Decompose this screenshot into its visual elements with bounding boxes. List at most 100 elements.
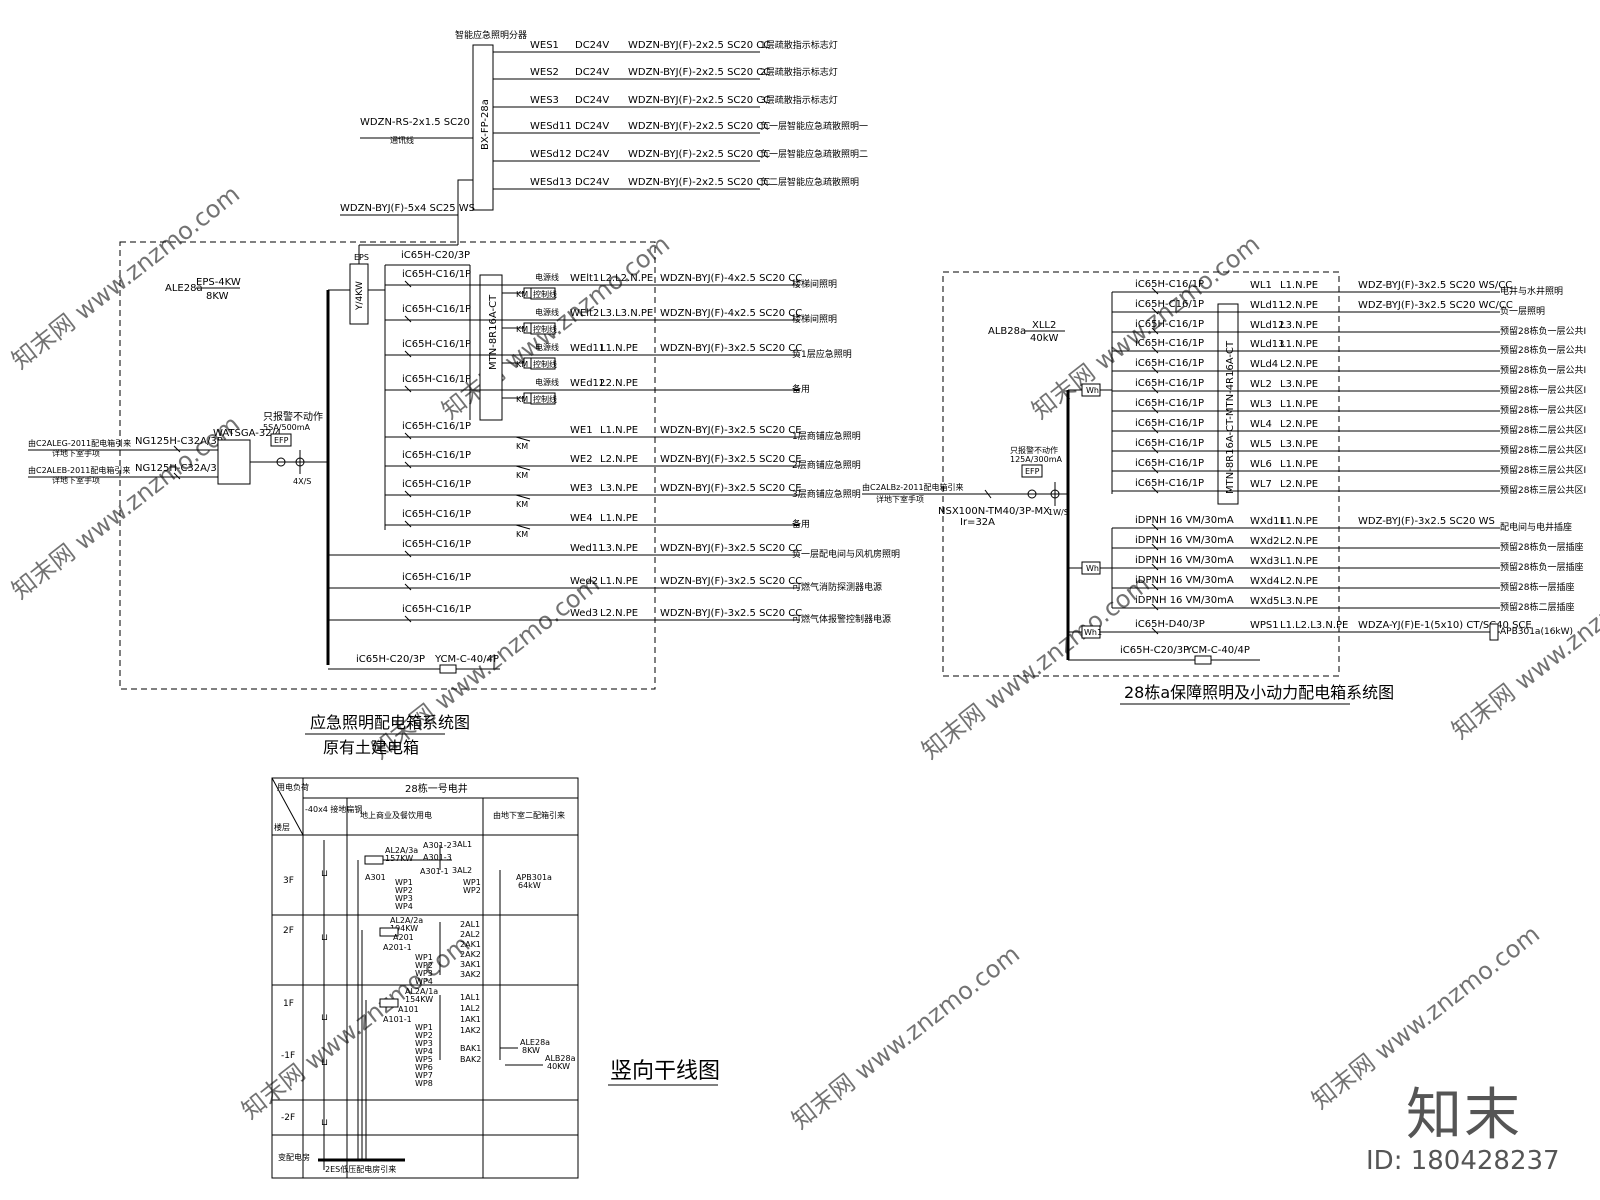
right-branch-phase: L1.N.PE — [1280, 556, 1318, 567]
right-branch-id: WXd2 — [1250, 536, 1279, 547]
branch-phase: L2.N.PE — [600, 454, 638, 465]
ctrl-line-label: 控制线 — [533, 324, 557, 334]
right-branch-desc: 预留28栋一层公共区I — [1500, 404, 1586, 416]
right-branch-phase: L1.N.PE — [1280, 459, 1318, 470]
f1-wp6: WP6 — [415, 1063, 433, 1072]
right-branch-desc: 预留28栋一层公共区I — [1500, 384, 1586, 396]
emergency-subtitle: 原有土建电箱 — [323, 738, 419, 757]
right-branch-phase: L1.N.PE — [1280, 339, 1318, 350]
branch-desc: 可燃气体报警控制器电源 — [792, 613, 891, 625]
top-row-id: WES2 — [530, 67, 559, 78]
km-label: KM — [516, 471, 528, 480]
right-branch-breaker: iDPNH 16 VM/30mA — [1135, 555, 1234, 566]
f2-a2: A201-1 — [383, 943, 412, 952]
branch-cable: WDZN-BYJ(F)-3x2.5 SC20 CC — [660, 576, 802, 587]
right-breaker-mark — [1151, 563, 1159, 571]
branch-cable: WDZN-BYJ(F)-3x2.5 SC20 CC — [660, 608, 802, 619]
ctrl-line-label: 控制线 — [533, 359, 557, 369]
right-branch-cable: WDZ-BYJ(F)-3x2.5 SC20 WC/CC — [1358, 300, 1513, 311]
efp-box — [270, 433, 292, 447]
right-breaker-mark — [1151, 486, 1159, 494]
branch-id: WEd12 — [570, 378, 605, 389]
f3-kw: 157KW — [385, 854, 413, 863]
panel-boundary — [119, 241, 656, 690]
top-row-desc: 2层疏散指示标志灯 — [760, 66, 838, 78]
branch-breaker: iC65H-C16/1P — [402, 479, 471, 490]
panel-28a: ALB28a XLL2 40kW 由C2ALBz-2011配电箱引来 详地下室手… — [862, 271, 1586, 677]
km-label: KM — [516, 395, 528, 404]
breaker-mark — [404, 583, 412, 591]
source2-detail: 详地下室手项 — [52, 475, 100, 485]
right-branch-desc: 预留28栋二层插座 — [1500, 601, 1574, 613]
branch-phase: L1.N.PE — [600, 576, 638, 587]
km-label: KM — [516, 500, 528, 509]
branch-cable: WDZN-BYJ(F)-4x2.5 SC20 CC — [660, 308, 802, 319]
top-row-voltage: DC24V — [575, 149, 609, 160]
wats-box — [217, 439, 251, 485]
f3-apbkw: 64kW — [518, 881, 541, 890]
right-breaker-mark — [1151, 627, 1159, 635]
ng-breaker-2: NG125H-C32A/3P — [135, 463, 223, 474]
top-row-cable: WDZN-BYJ(F)-2x2.5 SC20 CC — [628, 149, 770, 160]
right-breaker-mark — [1151, 366, 1159, 374]
f2-out2: 2AL2 — [460, 930, 480, 939]
branch-phase: L1.N.PE — [600, 425, 638, 436]
branch-desc: 可燃气消防探测器电源 — [792, 581, 882, 593]
mtn-box — [479, 274, 503, 421]
f2-out4: 2AK2 — [460, 950, 481, 959]
branch-desc: 2层商铺应急照明 — [792, 459, 861, 471]
breaker-mark — [404, 280, 412, 288]
breaker-mark — [404, 490, 412, 498]
branch-breaker: iC65H-C16/1P — [402, 421, 471, 432]
f1-wp4: WP4 — [415, 1047, 433, 1056]
f1-out1: 1AL1 — [460, 993, 480, 1002]
km-contact — [515, 465, 531, 471]
svg-text:⊔: ⊔ — [321, 933, 328, 943]
top-row-voltage: DC24V — [575, 95, 609, 106]
right-branch-id: WXd4 — [1250, 576, 1279, 587]
branch-id: WEd11 — [570, 343, 605, 354]
h-well: 28栋一号电井 — [405, 782, 468, 795]
top-row-cable: WDZN-BYJ(F)-2x2.5 SC20 CC — [628, 40, 770, 51]
right-branch-desc: 预留28栋一层插座 — [1500, 581, 1574, 593]
spd-label-28a: 1W/S — [1048, 508, 1069, 517]
branch-id: Wed2 — [570, 576, 598, 587]
km-label: KM — [516, 530, 528, 539]
source1: 由C2ALEG-2011配电箱引来 — [28, 438, 131, 448]
branch-id: WE4 — [570, 513, 593, 524]
h-commerce: 地上商业及餐饮用电 — [360, 810, 432, 820]
svg-text:⊔: ⊔ — [321, 1058, 328, 1068]
power-line-label: 电源线 — [535, 272, 559, 282]
branch-breaker: iC65H-C16/1P — [402, 604, 471, 615]
ng-breaker-1: NG125H-C32A/3P — [135, 436, 223, 447]
breaker-mark — [404, 550, 412, 558]
branch-phase: L3.N.PE — [600, 483, 638, 494]
power-line-label: 电源线 — [535, 342, 559, 352]
right-branch-breaker: iC65H-C16/1P — [1135, 338, 1204, 349]
right-branch-cable: WDZ-BYJ(F)-3x2.5 SC20 WS — [1358, 516, 1495, 527]
branch-desc: 负一层配电间与风机房照明 — [792, 548, 900, 560]
eps-box-label: Y/4KW — [355, 281, 365, 311]
branch-id: WElt1 — [570, 273, 599, 284]
branch-breaker: iC65H-C16/1P — [402, 539, 471, 550]
top-row-desc: 负一层智能应急疏散照明二 — [760, 148, 868, 160]
right-branch-phase: L2.N.PE — [1280, 300, 1318, 311]
branch-desc: 备用 — [792, 518, 810, 530]
efp-label-28a: EFP — [1025, 467, 1040, 476]
spd-label: 4X/S — [293, 477, 311, 486]
top-row-cable: WDZN-BYJ(F)-2x2.5 SC20 CC — [628, 177, 770, 188]
right-branch-id: WL3 — [1250, 399, 1272, 410]
right-breaker-mark — [1151, 583, 1159, 591]
right-branch-desc: 预留28栋三层公共区I — [1500, 464, 1586, 476]
mtn-label-28a: MTN-8R16A-CT-MTN-4R16A-CT — [1225, 340, 1236, 494]
ctrl-box — [530, 357, 556, 370]
fb1-out1: BAK1 — [460, 1044, 481, 1053]
branch-breaker: iC65H-C16/1P — [402, 374, 471, 385]
top-row-voltage: DC24V — [575, 67, 609, 78]
substation-label: 2ES低压配电房引来 — [325, 1164, 396, 1174]
right-branch-breaker: iC65H-C16/1P — [1135, 398, 1204, 409]
right-branch-phase: L2.N.PE — [1280, 419, 1318, 430]
right-branch-breaker: iC65H-C16/1P — [1135, 418, 1204, 429]
kw-label: 40kW — [1030, 333, 1059, 344]
right-branch-id: WL6 — [1250, 459, 1272, 470]
